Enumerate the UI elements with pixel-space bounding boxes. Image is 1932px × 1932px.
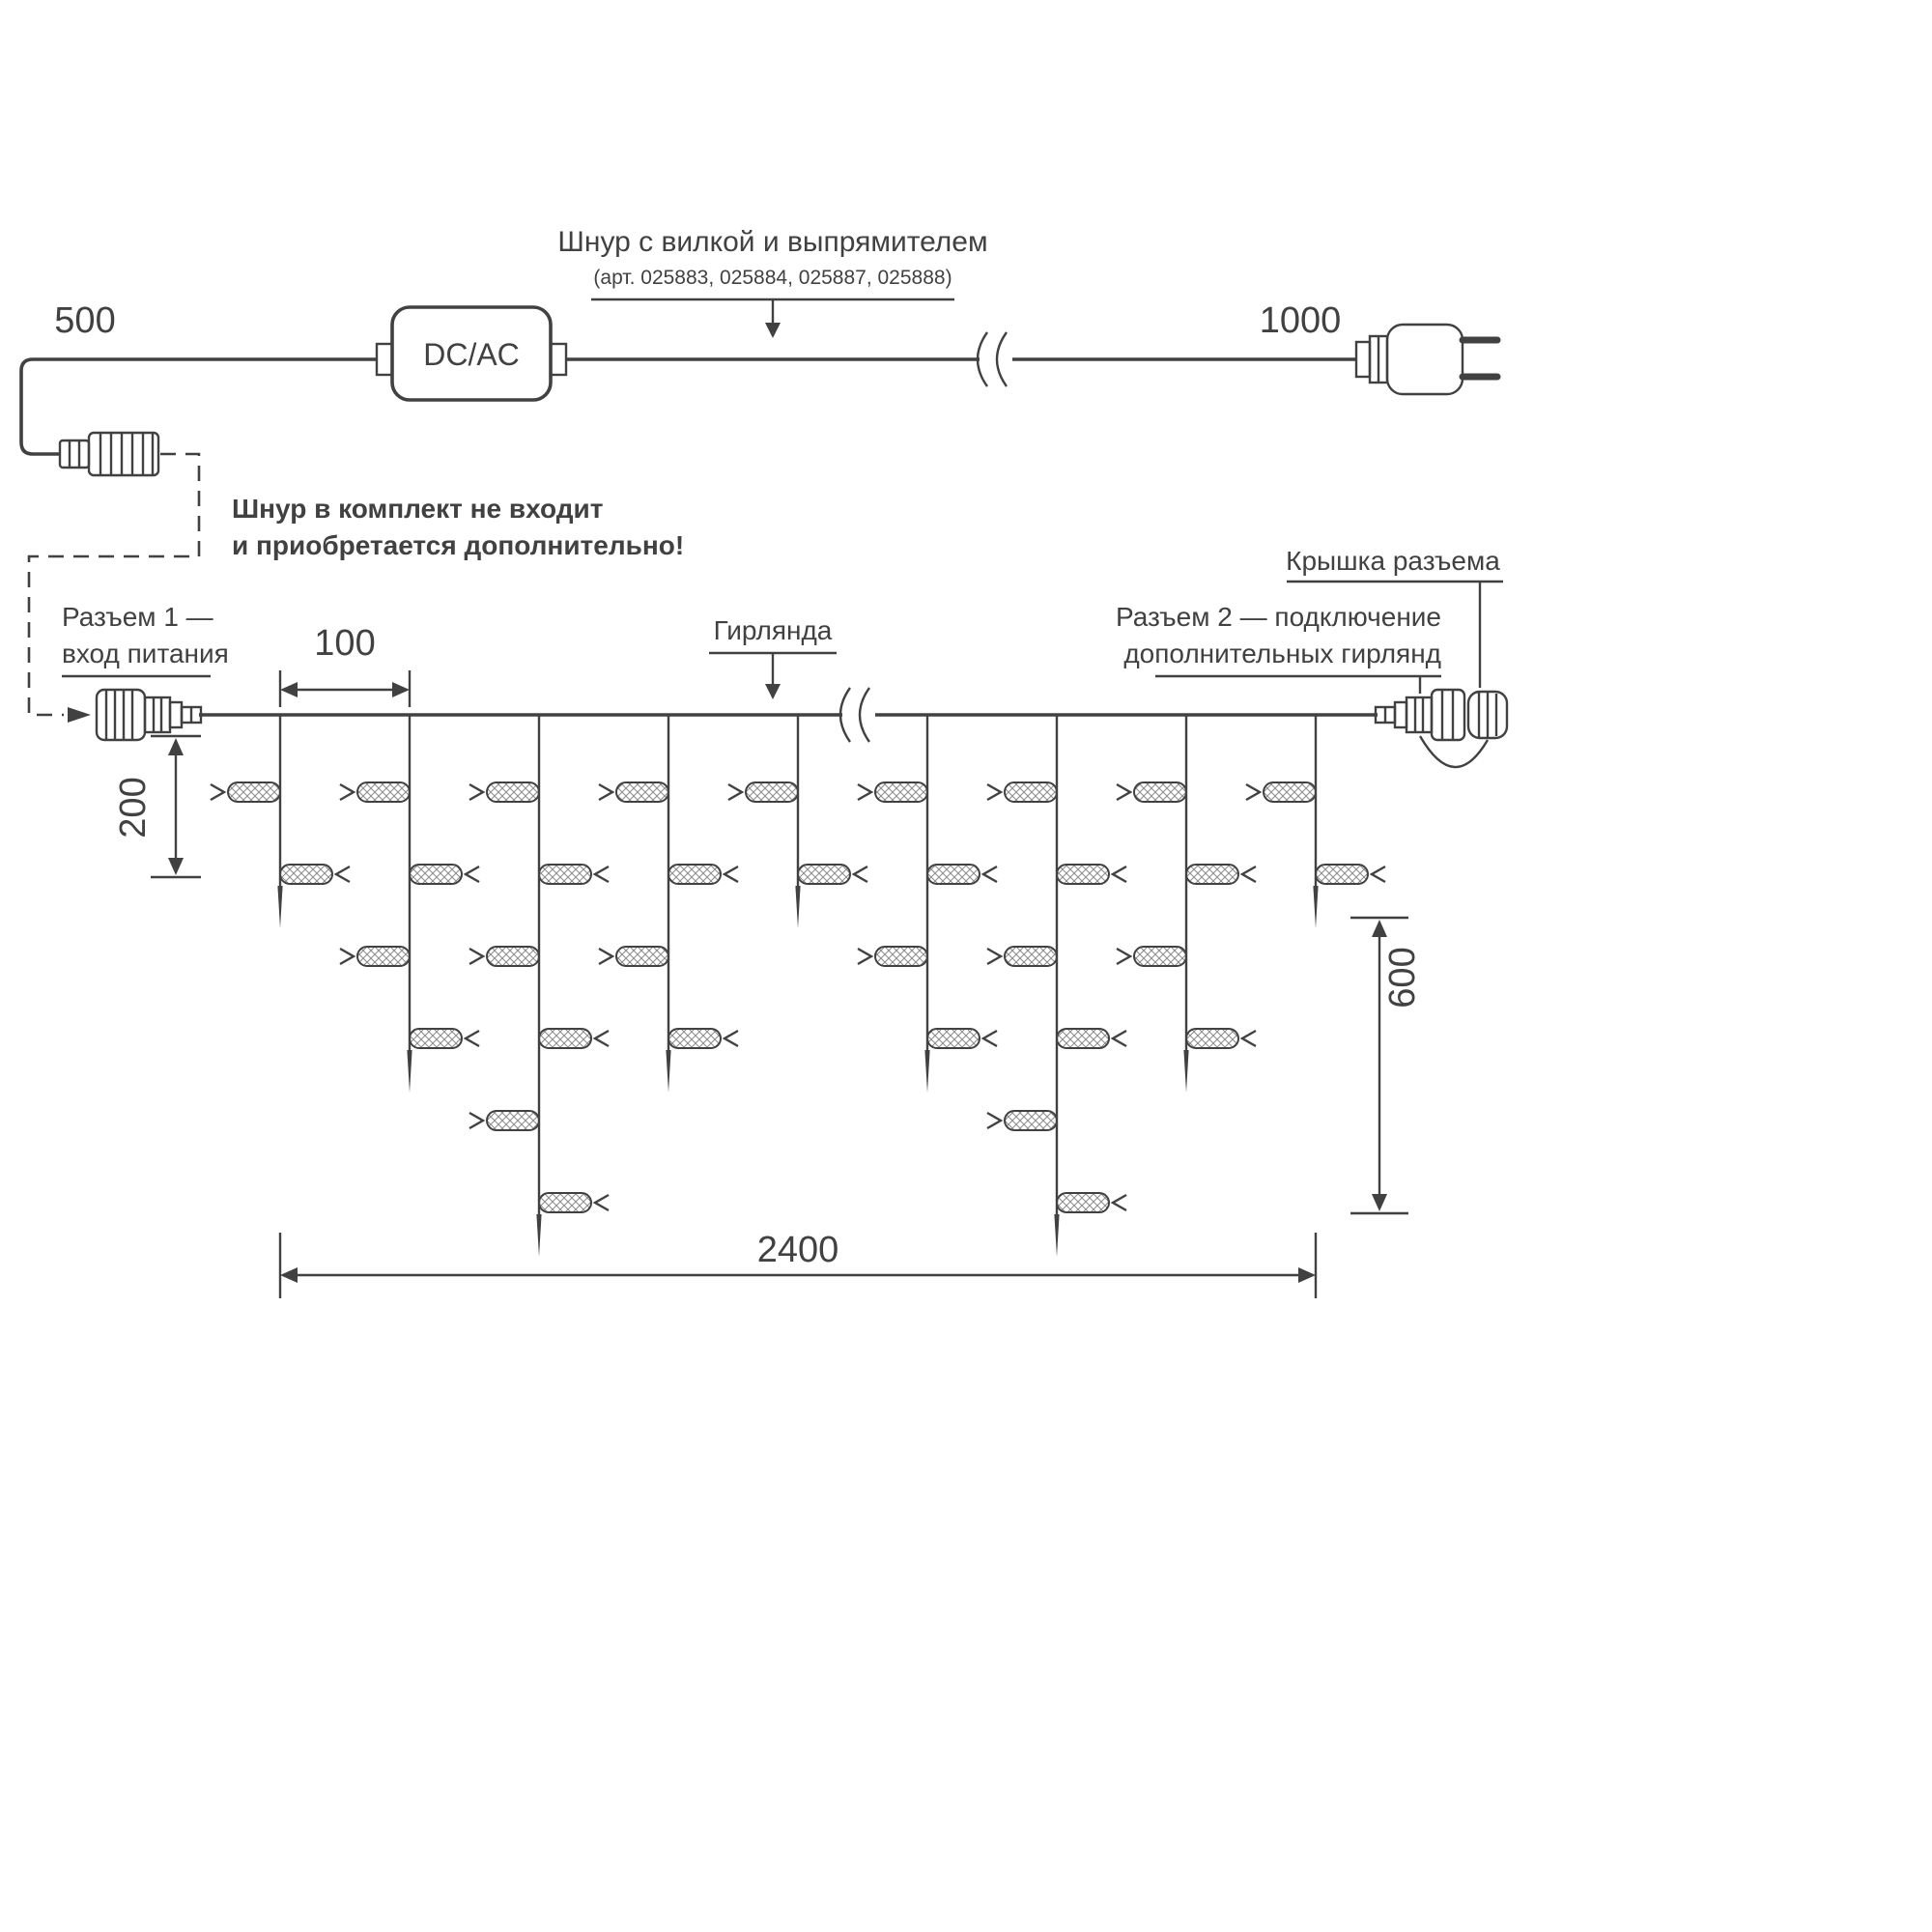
connector1-label-line1: Разъем 1 — (62, 602, 213, 632)
led-bulb-icon (339, 781, 411, 803)
led-bulb-icon (1116, 946, 1187, 967)
garland-connector2-icon (1374, 688, 1466, 742)
led-bulb-icon (339, 946, 411, 967)
garland-drop (986, 715, 1127, 1257)
led-bulb-icon (1056, 864, 1127, 885)
cord-left-wire (19, 357, 377, 456)
garland-drop (469, 715, 610, 1257)
led-bulb-icon (1056, 1192, 1127, 1213)
garland-drops (210, 715, 1386, 1257)
led-bulb-icon (727, 781, 799, 803)
led-bulb-icon (538, 1028, 610, 1049)
led-bulb-icon (668, 1028, 739, 1049)
led-bulb-icon (469, 946, 540, 967)
garland-drop (598, 715, 739, 1093)
garland-diagram: Разъем 1 — вход питания Гирлянда Крышка … (62, 546, 1509, 1298)
led-bulb-icon (926, 864, 998, 885)
garland-drop (727, 715, 868, 928)
cap-label-leader (1287, 580, 1503, 688)
led-bulb-icon (1185, 864, 1257, 885)
connector2-label-line2: дополнительных гирлянд (1123, 639, 1441, 668)
connector2-label-leader (1155, 674, 1441, 694)
led-bulb-icon (210, 781, 281, 803)
led-bulb-icon (668, 864, 739, 885)
power-plug-icon (1354, 323, 1501, 396)
led-bulb-icon (857, 781, 928, 803)
cord-subtitle: (арт. 025883, 025884, 025887, 025888) (593, 267, 952, 289)
dimension-200: 200 (113, 734, 201, 879)
dim-500-label: 500 (54, 300, 115, 341)
led-bulb-icon (538, 1192, 610, 1213)
cord-title: Шнур с вилкой и выпрямителем (557, 226, 987, 258)
garland-connector1-icon (95, 688, 203, 742)
connector1-label-line2: вход питания (62, 639, 229, 668)
power-cord-diagram: DC/AC 500 1000 Шнур с вилкой и выпрямите… (19, 226, 1501, 477)
garland-drop (1245, 715, 1386, 928)
dashed-connection-path (27, 452, 201, 723)
led-bulb-icon (279, 864, 351, 885)
dimension-100: 100 (278, 623, 412, 707)
led-bulb-icon (857, 946, 928, 967)
led-bulb-icon (1185, 1028, 1257, 1049)
garland-label-leader (709, 651, 837, 699)
connector-cap-icon (1418, 690, 1509, 769)
led-bulb-icon (598, 781, 669, 803)
led-bulb-icon (538, 864, 610, 885)
led-bulb-icon (926, 1028, 998, 1049)
dimension-600: 600 (1350, 916, 1423, 1215)
led-bulb-icon (986, 946, 1058, 967)
dim-600-label: 600 (1382, 947, 1423, 1008)
led-bulb-icon (797, 864, 868, 885)
garland-drop (857, 715, 998, 1093)
dim-200-label: 200 (113, 777, 154, 838)
cable-break-icon (976, 331, 1012, 387)
note-line2: и приобретается дополнительно! (232, 530, 684, 560)
led-bulb-icon (409, 1028, 480, 1049)
cord-output-connector-icon (58, 431, 160, 477)
garland-drop (210, 715, 351, 928)
dim-100-label: 100 (314, 623, 375, 664)
connector2-label-line1: Разъем 2 — подключение (1116, 602, 1441, 632)
dimension-2400: 2400 (278, 1230, 1318, 1298)
led-bulb-icon (469, 781, 540, 803)
led-bulb-icon (1056, 1028, 1127, 1049)
led-bulb-icon (1116, 781, 1187, 803)
cord-title-leader (591, 298, 954, 338)
garland-drop (339, 715, 480, 1093)
note-line1: Шнур в комплект не входит (232, 494, 603, 524)
led-bulb-icon (409, 864, 480, 885)
led-bulb-icon (1245, 781, 1317, 803)
led-bulb-icon (1315, 864, 1386, 885)
led-bulb-icon (598, 946, 669, 967)
dc-ac-converter: DC/AC (375, 305, 568, 402)
garland-label: Гирлянда (714, 615, 833, 645)
garland-break-icon (838, 687, 875, 743)
led-bulb-icon (469, 1110, 540, 1131)
garland-drop (1116, 715, 1257, 1093)
led-bulb-icon (986, 1110, 1058, 1131)
cap-label: Крышка разъема (1286, 546, 1500, 576)
dim-2400-label: 2400 (757, 1230, 839, 1270)
converter-label: DC/AC (423, 337, 520, 372)
dim-1000-label: 1000 (1260, 300, 1342, 341)
led-bulb-icon (986, 781, 1058, 803)
